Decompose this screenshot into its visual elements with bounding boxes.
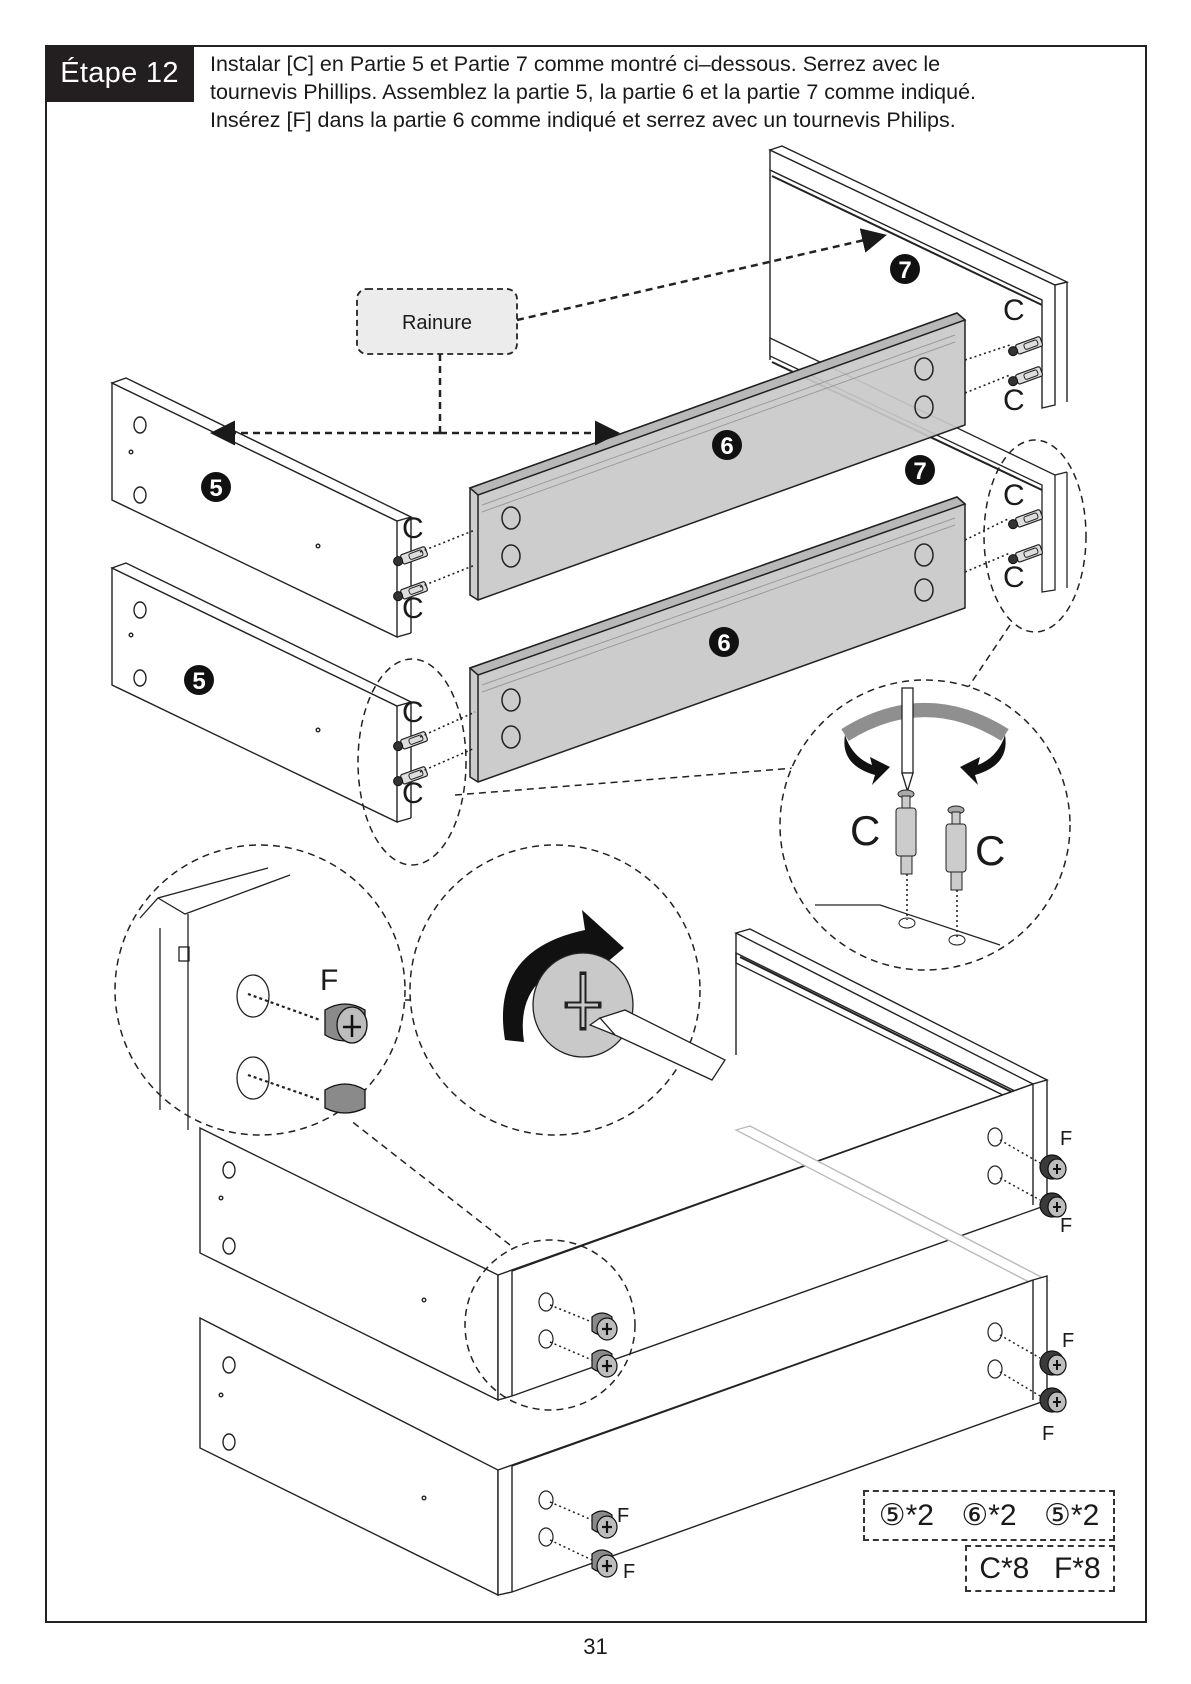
instruction-line: tournevis Phillips. Assemblez la partie … xyxy=(210,80,977,104)
hardware-label-c: C xyxy=(1003,294,1025,327)
svg-text:5: 5 xyxy=(192,668,205,695)
cam-lock-detail-circle: F xyxy=(114,844,406,1136)
hardware-label-c: C xyxy=(1003,561,1025,594)
tighten-detail-circle xyxy=(409,844,726,1136)
legend-hardware-item: F*8 xyxy=(1053,1551,1101,1585)
svg-text:7: 7 xyxy=(898,257,911,284)
hardware-label-c: C xyxy=(402,512,424,545)
part-5-upper-panel xyxy=(110,377,413,639)
part-6-lower-number: 6 xyxy=(709,627,739,657)
rotate-arrow-icon xyxy=(502,910,624,1042)
svg-text:6: 6 xyxy=(717,630,730,657)
hardware-label-c: C xyxy=(1003,479,1025,512)
legend-part-item: ⑥*2 xyxy=(961,1499,1017,1532)
cam-bolt-icon xyxy=(895,789,967,891)
rotate-arrow-icon xyxy=(841,703,1009,741)
part-6-upper-number: 6 xyxy=(712,430,742,460)
parts-legend: ⑤*2 ⑥*2 ⑤*2 xyxy=(863,1490,1115,1541)
step-badge: Étape 12 xyxy=(45,45,194,102)
hardware-label-c: C xyxy=(850,807,880,854)
hardware-label-f: F xyxy=(320,964,338,997)
cam-holes xyxy=(538,1127,1003,1547)
part-5-lower-number: 5 xyxy=(184,665,214,695)
part-7-upper-number: 7 xyxy=(890,254,920,284)
hardware-label-f: F xyxy=(1060,1215,1072,1237)
hardware-label-c: C xyxy=(1003,384,1025,417)
cam-lock-icon xyxy=(324,1003,368,1114)
cam-bolt-detail-circle: C C xyxy=(779,679,1071,971)
screwdriver-icon xyxy=(588,1009,726,1081)
page-frame xyxy=(45,45,1147,1623)
hardware-label-f: F xyxy=(1060,1128,1072,1150)
instruction-line: Instalar [C] en Partie 5 et Partie 7 com… xyxy=(210,52,941,76)
part-7-upper-panel xyxy=(768,145,1070,409)
hardware-label-c: C xyxy=(402,696,424,729)
step-instructions: Instalar [C] en Partie 5 et Partie 7 com… xyxy=(210,50,1130,134)
detail-callouts xyxy=(349,1119,636,1411)
groove-label-box xyxy=(356,288,518,355)
hardware-label-c: C xyxy=(402,777,424,810)
legend-part-item: ⑤*2 xyxy=(878,1499,934,1532)
legend-hardware-item: C*8 xyxy=(979,1551,1030,1585)
hardware-label-f: F xyxy=(617,1505,629,1527)
instruction-line: Insérez [F] dans la partie 6 comme indiq… xyxy=(210,108,956,132)
legend-part-item: ⑤*2 xyxy=(1044,1499,1100,1532)
part-7-lower-number: 7 xyxy=(905,455,935,485)
hardware-label-f: F xyxy=(1042,1423,1054,1445)
part-5-lower-panel xyxy=(110,562,413,824)
hardware-label-f: F xyxy=(1062,1330,1074,1352)
hardware-label-c: C xyxy=(975,827,1005,874)
svg-text:5: 5 xyxy=(209,475,222,502)
groove-label: Rainure xyxy=(402,312,472,334)
hardware-label-f: F xyxy=(623,1561,635,1583)
detail-callouts xyxy=(357,439,1087,866)
hardware-legend: C*8 F*8 xyxy=(965,1545,1115,1592)
groove-leaders xyxy=(210,228,887,446)
screwdriver-icon xyxy=(901,687,914,794)
svg-text:7: 7 xyxy=(913,458,926,485)
svg-text:6: 6 xyxy=(720,433,733,460)
hardware-label-c: C xyxy=(402,592,424,625)
part-5-upper-number: 5 xyxy=(201,472,231,502)
page-number: 31 xyxy=(583,1634,608,1659)
